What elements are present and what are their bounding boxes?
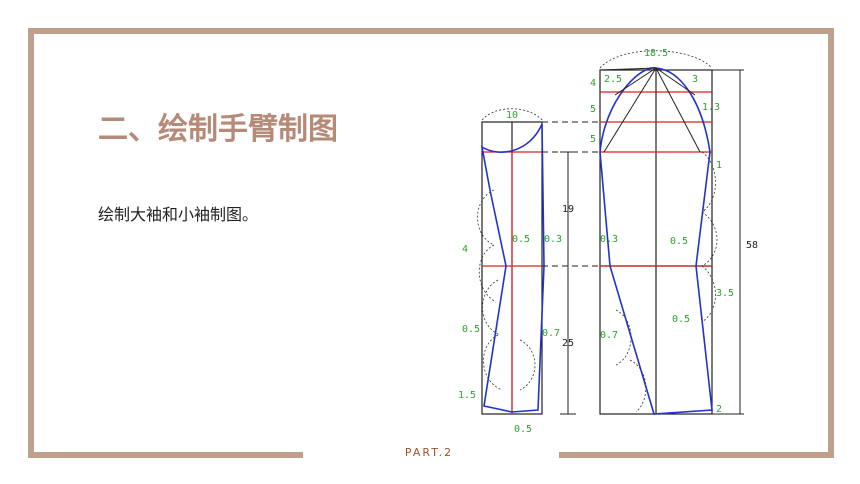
label-l-0-3-a: 0.3	[544, 234, 562, 245]
label-r-5-b: 5	[590, 134, 596, 145]
label-r-4: 4	[590, 78, 596, 89]
label-l-0-5-c: 0.5	[514, 424, 532, 435]
label-l-0-5-a: 0.5	[512, 234, 530, 245]
dimension-lines	[560, 69, 744, 415]
sleeve-head-darts	[599, 67, 701, 153]
label-r-0-7: 0.7	[600, 330, 618, 341]
label-top-left-width: 10	[506, 110, 518, 121]
sleeve-pattern-diagram: 10 18.5 19 25 58 4 0.5 0.3 0.5 0.7 1.5 0…	[458, 48, 758, 435]
frame-top-border	[28, 28, 834, 34]
dotted-arcs-right	[599, 50, 718, 413]
slide-title: 二、绘制手臂制图	[98, 112, 338, 147]
frame-right-border	[828, 28, 834, 458]
frame-bottom-left-border	[28, 452, 303, 458]
small-sleeve-outline	[480, 123, 545, 413]
footer-part-label: PART.2	[404, 446, 454, 459]
label-r-2: 2	[716, 404, 722, 415]
label-l-0-7-a: 0.7	[542, 328, 560, 339]
label-l-0-5-b: 0.5	[462, 324, 480, 335]
label-r-0-5-a: 0.5	[670, 236, 688, 247]
large-sleeve-outline	[599, 67, 713, 415]
frame-bottom-right-border	[559, 452, 834, 458]
frame-left-border	[28, 28, 34, 458]
label-lower-height: 25	[562, 338, 574, 349]
label-l-4: 4	[462, 244, 468, 255]
label-total-length: 58	[746, 240, 758, 251]
label-r-3: 3	[692, 74, 698, 85]
label-r-1-3: 1.3	[702, 102, 720, 113]
label-r-2-5: 2.5	[604, 74, 622, 85]
label-r-3-5: 3.5	[716, 288, 734, 299]
label-r-0-3: 0.3	[600, 234, 618, 245]
label-l-1-5: 1.5	[458, 390, 476, 401]
slide-description: 绘制大袖和小袖制图。	[98, 205, 259, 224]
label-r-5-a: 5	[590, 104, 596, 115]
dotted-arcs-left	[477, 108, 543, 391]
label-r-1: 1	[716, 160, 722, 171]
label-top-right-width: 18.5	[644, 48, 668, 59]
label-r-0-5-b: 0.5	[672, 314, 690, 325]
label-cap-height: 19	[562, 204, 574, 215]
